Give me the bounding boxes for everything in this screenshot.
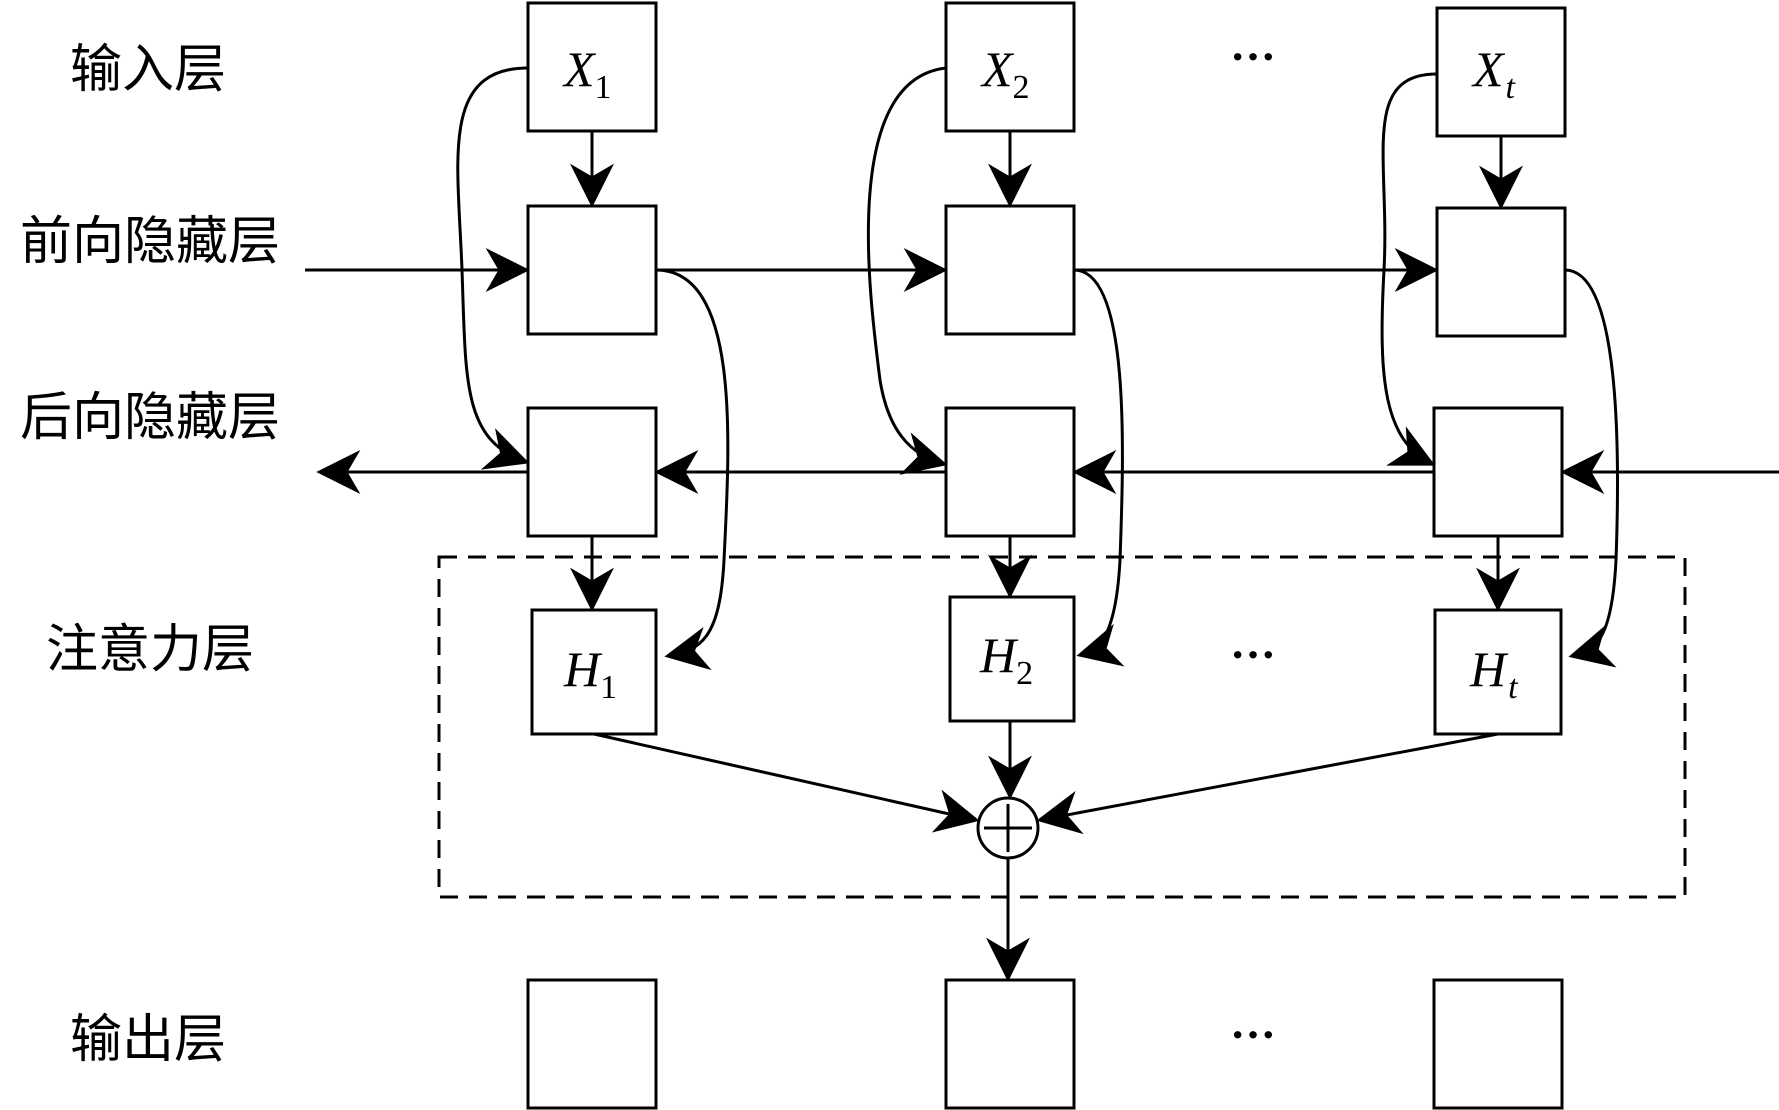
input-label-t: Xt: [1471, 41, 1517, 106]
forward-hidden-box-2: [944, 204, 1076, 336]
edge-forward2-h2: [1073, 268, 1125, 667]
edge-input1-backward1: [456, 66, 530, 470]
label-output-layer: 输出层: [69, 1010, 226, 1070]
forward-hidden-box-t: [1435, 206, 1567, 338]
input-label-2: X2: [980, 41, 1030, 106]
attention-hidden-box-2: [948, 595, 1076, 723]
hidden-state-label-t: Ht: [1469, 641, 1519, 706]
edge-input2-backward2: [866, 66, 948, 475]
attention-hidden-box-t: [1433, 608, 1563, 736]
input-label-1: X1: [562, 41, 612, 106]
edge-forward1-h1: [655, 268, 730, 671]
output-ellipsis: ···: [1230, 1009, 1276, 1060]
label-attention-layer: 注意力层: [45, 620, 254, 680]
backward-hidden-box-2: [944, 406, 1076, 538]
hidden-state-label-1: H1: [563, 641, 617, 706]
hidden-state-label-2: H2: [979, 627, 1033, 692]
edge-inputt-backwardt: [1380, 72, 1438, 466]
output-box-t: [1432, 978, 1564, 1110]
label-input-layer: 输入层: [69, 40, 226, 100]
edge-ht-sum: [1036, 732, 1499, 835]
label-forward-hidden-layer: 前向隐藏层: [19, 212, 280, 272]
edge-forwardt-ht: [1564, 268, 1620, 668]
input-ellipsis: ···: [1230, 31, 1276, 82]
output-box-1: [526, 978, 658, 1110]
edge-h1-sum: [593, 732, 980, 833]
backward-hidden-box-1: [526, 406, 658, 538]
attention-ellipsis: ···: [1230, 629, 1276, 680]
forward-hidden-box-1: [526, 204, 658, 336]
attention-layer-boundary: [437, 555, 1687, 899]
backward-hidden-box-t: [1432, 406, 1564, 538]
output-box-2: [944, 978, 1076, 1110]
label-backward-hidden-layer: 后向隐藏层: [19, 388, 280, 448]
